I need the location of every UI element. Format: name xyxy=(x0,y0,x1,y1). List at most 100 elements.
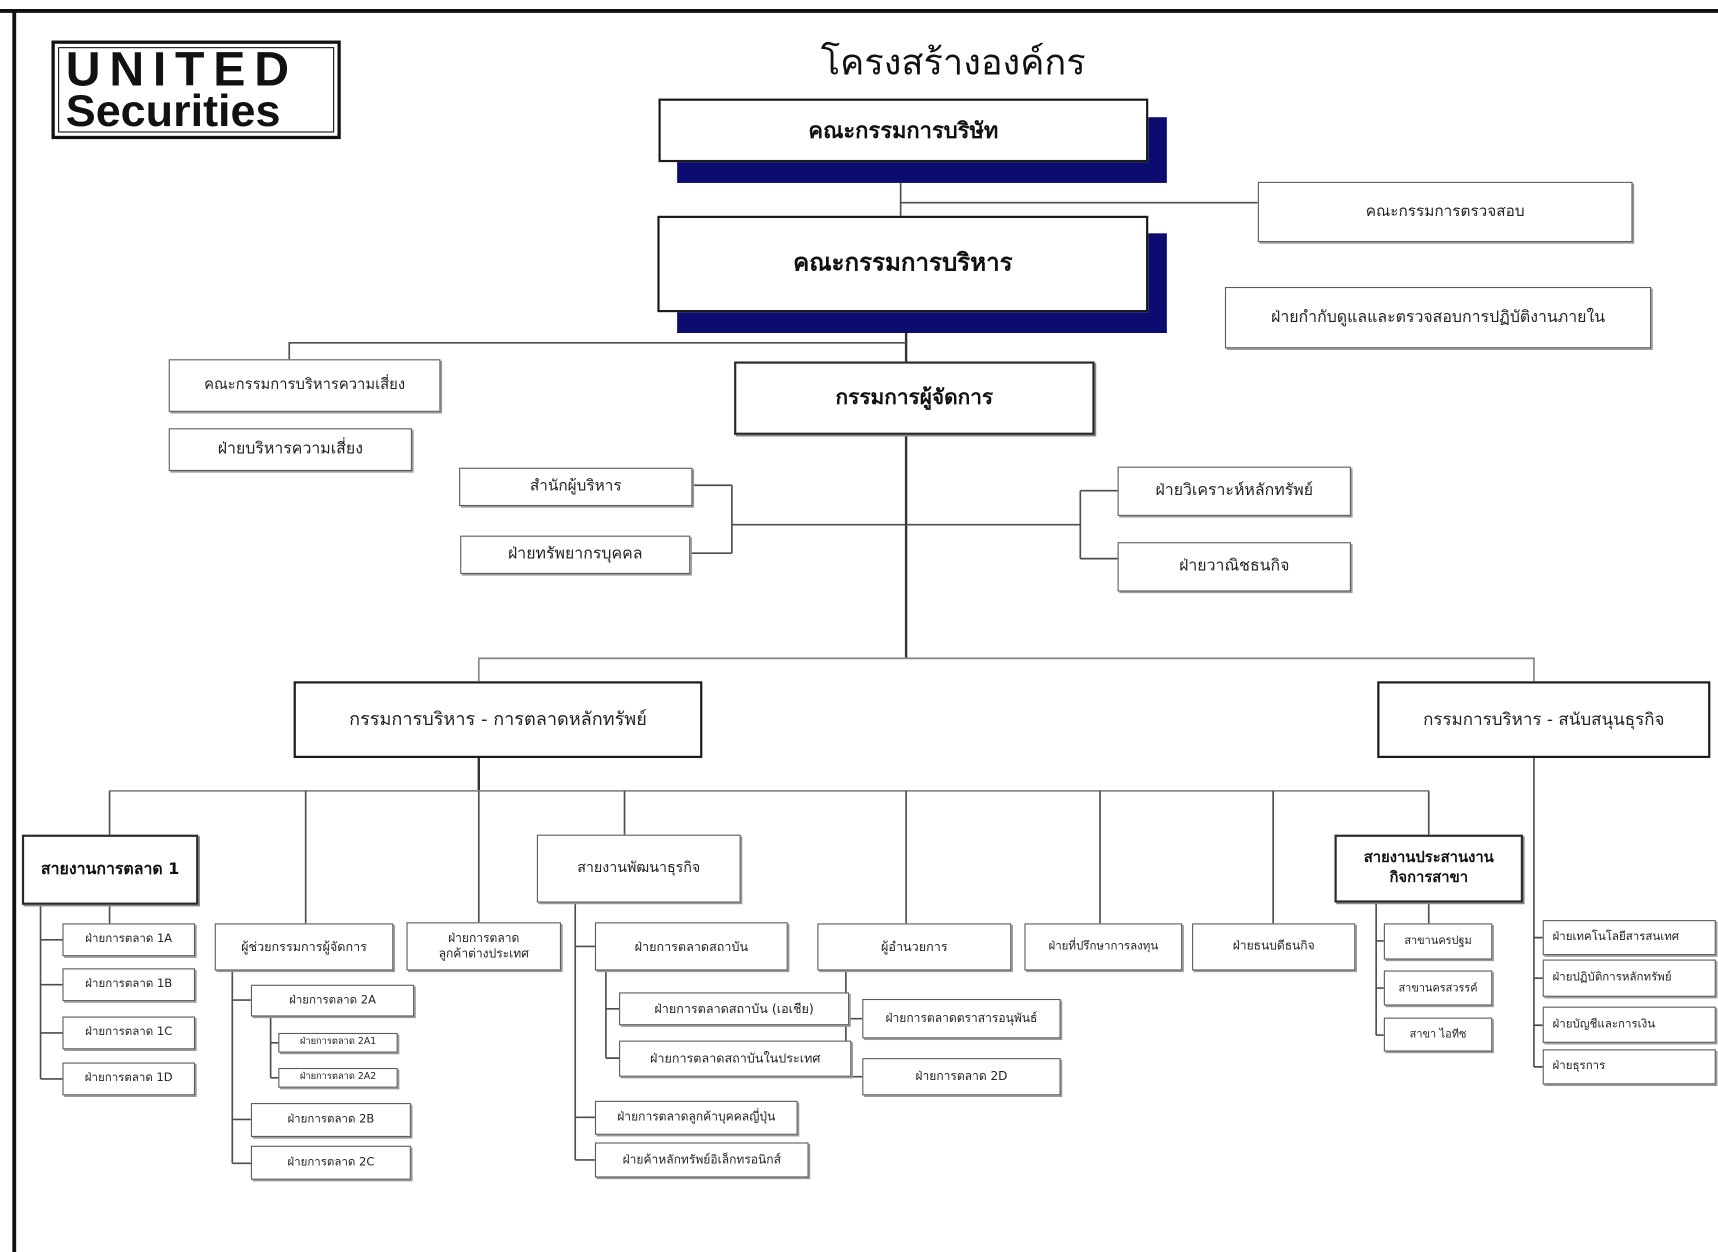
foreign-marketing-box: ฝ่ายการตลาด ลูกค้าต่างประเทศ xyxy=(406,922,561,971)
branch-line-label-line1: สายงานประสานงาน xyxy=(1363,849,1494,867)
it-box: ฝ่ายเทคโนโลยีสารสนเทศ xyxy=(1542,920,1716,956)
asst-md-label: ผู้ช่วยกรรมการผู้จัดการ xyxy=(241,938,367,955)
admin-label: ฝ่ายธุรการ xyxy=(1552,1059,1606,1073)
audit-committee-box: คณะกรรมการตรวจสอบ xyxy=(1257,181,1633,243)
asst-md-box: ผู้ช่วยกรรมการผู้จัดการ xyxy=(214,923,394,971)
internal-audit-box: ฝ่ายกำกับดูแลและตรวจสอบการปฏิบัติงานภายใ… xyxy=(1224,286,1652,349)
institutional-box: ฝ่ายการตลาดสถาบัน xyxy=(594,922,788,971)
risk-management-label: ฝ่ายบริหารความเสี่ยง xyxy=(217,440,363,458)
branch-line-label-line2: กิจการสาขา xyxy=(1389,868,1469,887)
marketing-2a1-box: ฝ่ายการตลาด 2A1 xyxy=(278,1032,398,1053)
e-trading-box: ฝ่ายค้าหลักทรัพย์อิเล็กทรอนิกส์ xyxy=(594,1142,809,1178)
marketing-2a2-label: ฝ่ายการตลาด 2A2 xyxy=(299,1071,377,1083)
marketing-2d-label: ฝ่ายการตลาด 2D xyxy=(915,1068,1008,1084)
marketing-1b-label: ฝ่ายการตลาด 1B xyxy=(85,977,173,991)
marketing-2c-box: ฝ่ายการตลาด 2C xyxy=(250,1145,411,1180)
branch-1-box: สาขานครปฐม xyxy=(1383,923,1493,960)
ed-marketing-label: กรรมการบริหาร - การตลาดหลักทรัพย์ xyxy=(349,709,647,730)
ed-support-box: กรรมการบริหาร - สนับสนุนธุรกิจ xyxy=(1377,681,1711,758)
japanese-clients-label: ฝ่ายการตลาดลูกค้าบุคคลญี่ปุ่น xyxy=(617,1109,776,1125)
connector-support-trunk xyxy=(1533,757,1543,1068)
institutional-asia-box: ฝ่ายการตลาดสถาบัน (เอเชีย) xyxy=(619,992,850,1026)
marketing-1d-label: ฝ่ายการตลาด 1D xyxy=(84,1071,173,1085)
institutional-domestic-label: ฝ่ายการตลาดสถาบันในประเทศ xyxy=(649,1050,821,1066)
marketing-line-1-box: สายงานการตลาด 1 xyxy=(21,834,199,905)
marketing-1a-label: ฝ่ายการตลาด 1A xyxy=(85,932,173,946)
managing-director-label: กรรมการผู้จัดการ xyxy=(835,385,994,410)
branch-line-box: สายงานประสานงาน กิจการสาขา xyxy=(1334,834,1523,903)
risk-management-box: ฝ่ายบริหารความเสี่ยง xyxy=(168,428,412,472)
executive-committee-box: คณะกรรมการบริหาร xyxy=(657,215,1149,313)
connector-marketing-1-children xyxy=(39,904,111,1080)
research-label: ฝ่ายวิเคราะห์หลักทรัพย์ xyxy=(1155,482,1314,500)
director-box: ผู้อำนวยการ xyxy=(817,923,1012,971)
page-title: โครงสร้างองค์กร xyxy=(820,40,1086,84)
branch-3-label: สาขา ไอทีซ xyxy=(1409,1028,1467,1041)
foreign-marketing-label-line2: ลูกค้าต่างประเทศ xyxy=(438,946,529,961)
marketing-2d-box: ฝ่ายการตลาด 2D xyxy=(862,1058,1061,1096)
connector-institutional-children xyxy=(605,970,620,1059)
accounting-box: ฝ่ายบัญชีและการเงิน xyxy=(1542,1006,1716,1043)
japanese-clients-box: ฝ่ายการตลาดลูกค้าบุคคลญี่ปุ่น xyxy=(594,1100,798,1135)
connector-branch-children xyxy=(1375,902,1430,1036)
connector-asst-md-children xyxy=(231,970,251,1165)
marketing-2a2-box: ฝ่ายการตลาด 2A2 xyxy=(278,1067,398,1088)
marketing-1a-box: ฝ่ายการตลาด 1A xyxy=(62,923,196,957)
derivatives-label: ฝ่ายการตลาดตราสารอนุพันธ์ xyxy=(885,1010,1038,1026)
logo-text-securities: Securities xyxy=(65,85,281,136)
logo-inner-frame xyxy=(58,47,335,133)
investment-banking-box: ฝ่ายวาณิชธนกิจ xyxy=(1117,542,1351,592)
accounting-label: ฝ่ายบัญชีและการเงิน xyxy=(1552,1017,1656,1031)
executive-committee-label: คณะกรรมการบริหาร xyxy=(793,249,1013,277)
board-label: คณะกรรมการบริษัท xyxy=(808,117,999,144)
marketing-1c-box: ฝ่ายการตลาด 1C xyxy=(62,1016,196,1050)
branch-1-label: สาขานครปฐม xyxy=(1404,935,1472,948)
board-box: คณะกรรมการบริษัท xyxy=(658,98,1149,163)
marketing-2a-box: ฝ่ายการตลาด 2A xyxy=(250,984,415,1017)
managing-director-box: กรรมการผู้จัดการ xyxy=(734,361,1095,435)
marketing-1c-label: ฝ่ายการตลาด 1C xyxy=(85,1025,173,1039)
research-box: ฝ่ายวิเคราะห์หลักทรัพย์ xyxy=(1117,466,1351,516)
connector-left-staff xyxy=(690,484,907,554)
director-label: ผู้อำนวยการ xyxy=(881,938,948,955)
investment-advisory-box: ฝ่ายที่ปรึกษาการลงทุน xyxy=(1024,923,1183,971)
biz-dev-line-label: สายงานพัฒนาธุรกิจ xyxy=(577,859,701,876)
marketing-2a-label: ฝ่ายการตลาด 2A xyxy=(289,993,376,1007)
executive-office-box: สำนักผู้บริหาร xyxy=(459,467,693,507)
foreign-marketing-label-line1: ฝ่ายการตลาด xyxy=(448,930,520,945)
private-banking-box: ฝ่ายธนบดีธนกิจ xyxy=(1192,923,1356,971)
derivatives-box: ฝ่ายการตลาดตราสารอนุพันธ์ xyxy=(862,998,1061,1039)
institutional-asia-label: ฝ่ายการตลาดสถาบัน (เอเชีย) xyxy=(654,1000,814,1016)
audit-committee-label: คณะกรรมการตรวจสอบ xyxy=(1365,203,1525,221)
it-label: ฝ่ายเทคโนโลยีสารสนเทศ xyxy=(1552,930,1680,944)
admin-box: ฝ่ายธุรการ xyxy=(1542,1049,1716,1085)
ed-marketing-box: กรรมการบริหาร - การตลาดหลักทรัพย์ xyxy=(293,681,703,758)
marketing-2b-box: ฝ่ายการตลาด 2B xyxy=(250,1103,411,1137)
risk-committee-box: คณะกรรมการบริหารความเสี่ยง xyxy=(168,359,441,412)
logo-text-united: UNITED xyxy=(65,42,298,97)
connector-2a-children xyxy=(269,1016,279,1079)
connector-right-staff xyxy=(906,489,1118,560)
private-banking-label: ฝ่ายธนบดีธนกิจ xyxy=(1232,939,1315,954)
executive-office-label: สำนักผู้บริหาร xyxy=(529,478,622,496)
human-resources-box: ฝ่ายทรัพยากรบุคคล xyxy=(460,535,691,574)
marketing-2a1-label: ฝ่ายการตลาด 2A1 xyxy=(299,1036,377,1048)
operations-box: ฝ่ายปฏิบัติการหลักทรัพย์ xyxy=(1542,959,1716,997)
risk-committee-label: คณะกรรมการบริหารความเสี่ยง xyxy=(204,375,406,394)
marketing-1d-box: ฝ่ายการตลาด 1D xyxy=(62,1062,196,1096)
human-resources-label: ฝ่ายทรัพยากรบุคคล xyxy=(507,545,643,564)
ed-support-label: กรรมการบริหาร - สนับสนุนธุรกิจ xyxy=(1423,709,1665,730)
branch-2-label: สาขานครสวรรค์ xyxy=(1398,981,1478,995)
e-trading-label: ฝ่ายค้าหลักทรัพย์อิเล็กทรอนิกส์ xyxy=(622,1152,781,1167)
connector-executive-directors xyxy=(477,657,1535,682)
internal-audit-label: ฝ่ายกำกับดูแลและตรวจสอบการปฏิบัติงานภายใ… xyxy=(1271,308,1606,326)
institutional-domestic-box: ฝ่ายการตลาดสถาบันในประเทศ xyxy=(619,1040,852,1077)
biz-dev-line-box: สายงานพัฒนาธุรกิจ xyxy=(536,834,741,903)
connector-biz-dev-children xyxy=(574,902,595,1161)
marketing-1b-box: ฝ่ายการตลาด 1B xyxy=(62,968,196,1002)
branch-2-box: สาขานครสวรรค์ xyxy=(1383,970,1493,1006)
branch-3-box: สาขา ไอทีซ xyxy=(1383,1017,1493,1052)
company-logo: UNITED Securities xyxy=(51,40,341,140)
